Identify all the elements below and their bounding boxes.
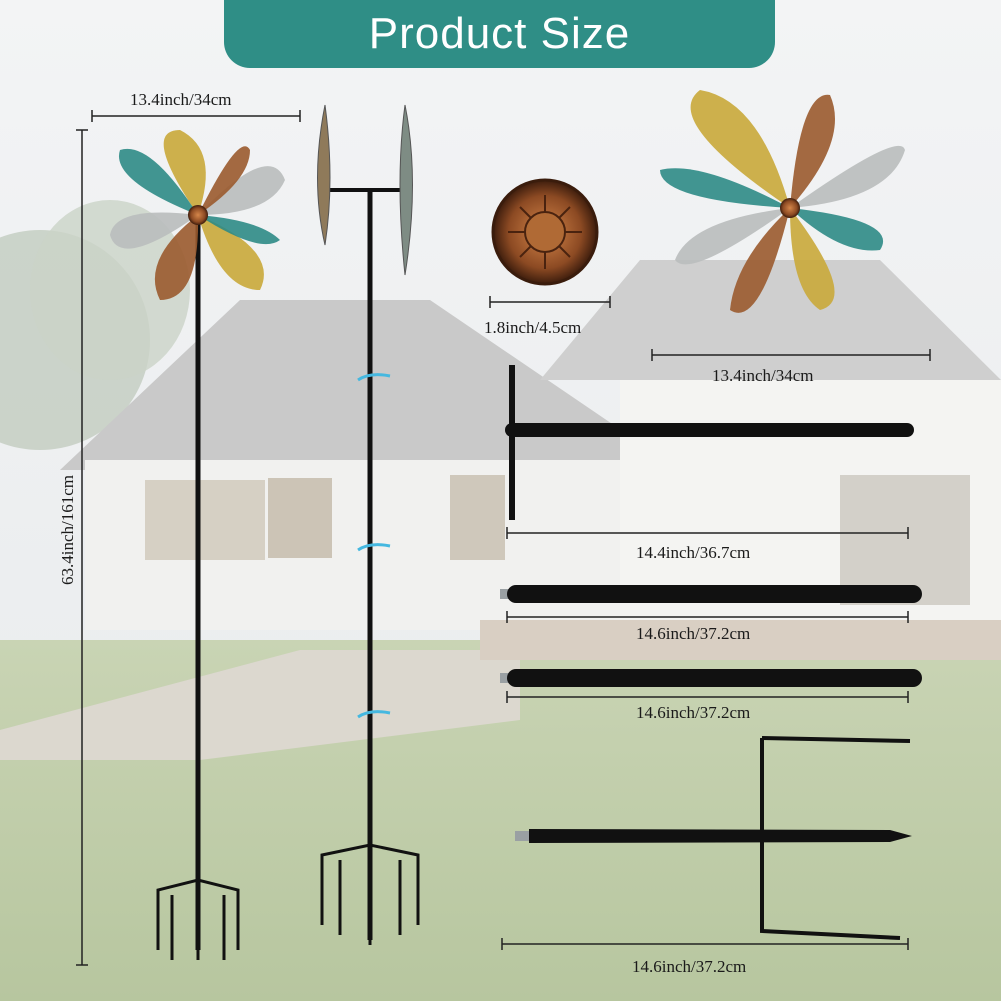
wheel-width-label: 13.4inch/34cm	[712, 366, 814, 385]
page-title: Product Size	[368, 9, 631, 58]
cap-closeup	[491, 178, 599, 286]
total-height-label: 63.4inch/161cm	[58, 474, 77, 586]
assembled-spinner-front	[110, 130, 285, 960]
top-rod-length-label: 14.4inch/36.7cm	[636, 543, 751, 562]
spinner-wheel-front	[110, 130, 285, 300]
spinner-stake-fork	[156, 878, 240, 960]
dimension-lines	[76, 110, 931, 966]
middle-rod-1-length-label: 14.6inch/37.2cm	[636, 624, 751, 643]
stake-part	[515, 736, 912, 940]
middle-rod-2-part	[500, 669, 922, 687]
assembled-spinner-side	[317, 104, 420, 945]
wheel-closeup	[660, 90, 905, 313]
cap-diameter-label: 1.8inch/4.5cm	[484, 318, 582, 337]
spinner-width-label: 13.4inch/34cm	[130, 90, 232, 109]
middle-rod-1-part	[500, 585, 922, 603]
top-rod-part	[505, 365, 914, 520]
spinner-stake-fork-side	[320, 843, 420, 945]
stake-length-label: 14.6inch/37.2cm	[632, 957, 747, 976]
connection-clip-icon	[357, 373, 391, 719]
middle-rod-2-length-label: 14.6inch/37.2cm	[636, 703, 751, 722]
title-banner: Product Size	[224, 0, 775, 68]
